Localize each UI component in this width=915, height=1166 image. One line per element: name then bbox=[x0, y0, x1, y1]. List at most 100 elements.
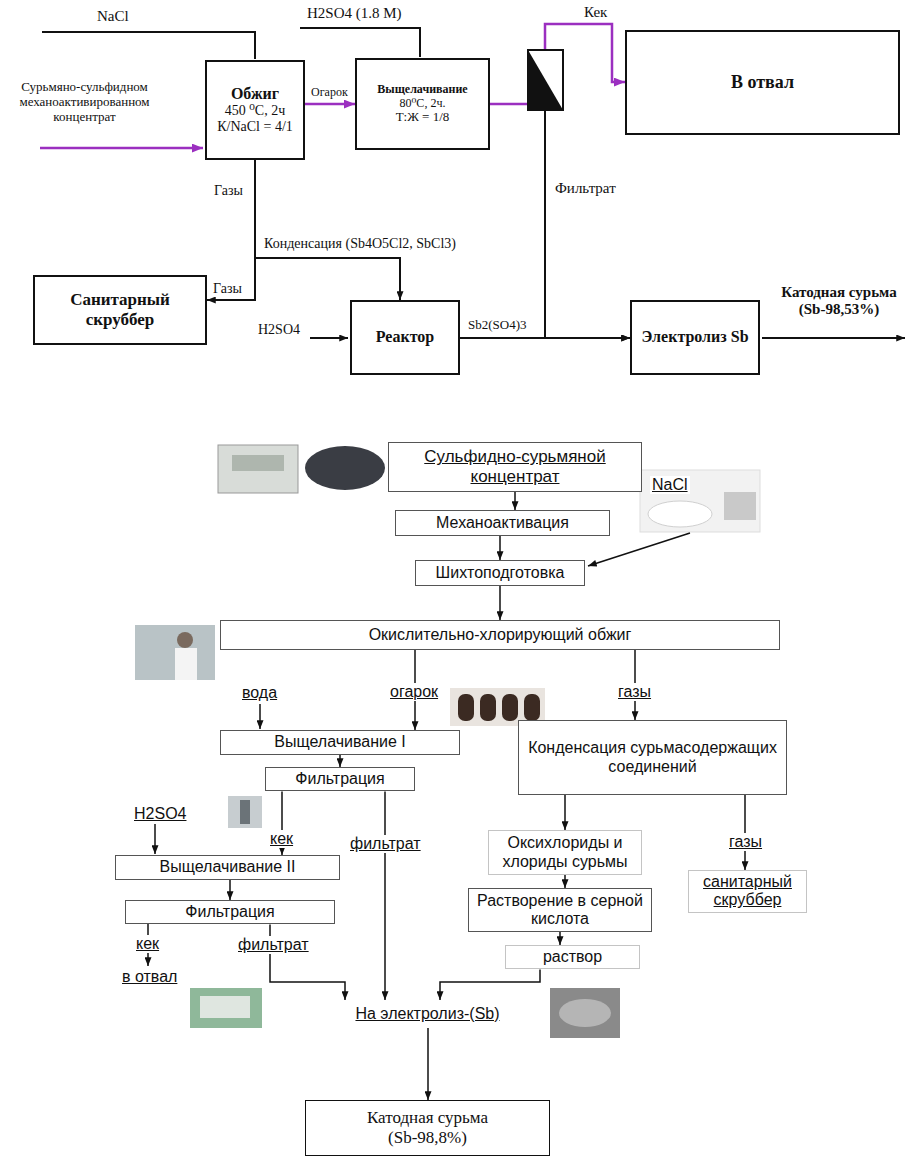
node-text: На электролиз-(Sb) bbox=[355, 1005, 499, 1023]
annotation-label: Сурьмяно-сульфидном механоактивированном… bbox=[5, 80, 164, 125]
flow-arrow bbox=[564, 795, 566, 830]
annotation-label: H2SO4 bbox=[256, 322, 302, 338]
process-box: Санитарный скруббер bbox=[33, 275, 207, 345]
samples-photo bbox=[458, 694, 474, 721]
flow-arrow bbox=[514, 492, 516, 510]
node-text: Выщелачивание bbox=[377, 83, 467, 97]
flow-arrow bbox=[440, 969, 540, 1000]
node-text: Обжиг bbox=[231, 85, 279, 103]
node-text: Окислительно-хлорирующий обжиг bbox=[369, 626, 632, 644]
flow-arrow bbox=[229, 880, 231, 900]
process-box: Шихтоподготовка bbox=[415, 560, 585, 586]
process-box: Конденсация сурьмасодержащих соединений bbox=[518, 720, 787, 795]
process-box: Оксихлориды и хлориды сурьмы bbox=[488, 830, 642, 875]
samples-photo bbox=[480, 694, 496, 721]
node-text: Выщелачивание II bbox=[160, 858, 296, 876]
edge-label: газы bbox=[616, 683, 653, 701]
node-text: Растворение в серной кислота bbox=[473, 892, 647, 929]
edge-label: фильтрат bbox=[236, 936, 311, 954]
metal-photo bbox=[559, 999, 611, 1027]
process-box: Окислительно-хлорирующий обжиг bbox=[220, 620, 780, 650]
node-text: Оксихлориды и хлориды сурьмы bbox=[493, 834, 637, 871]
process-box: Механоактивация bbox=[395, 510, 610, 536]
flow-arrow bbox=[559, 932, 561, 945]
edge-label: Огарок bbox=[309, 86, 350, 100]
process-box: Выщелачивание II bbox=[115, 855, 340, 880]
annotation-label: H2SO4 bbox=[132, 805, 188, 823]
process-box: Выщелачивание I bbox=[220, 730, 460, 755]
node-text: Механоактивация bbox=[436, 514, 569, 532]
flow-arrow bbox=[207, 160, 255, 300]
process-box: Реактор bbox=[350, 300, 460, 375]
process-box: Сульфидно-сурьмяной концентрат bbox=[388, 442, 642, 492]
lab-photo bbox=[175, 648, 197, 680]
node-text: Фильтрация bbox=[185, 903, 274, 921]
feed-arrow bbox=[310, 337, 348, 339]
samples-photo bbox=[502, 694, 518, 721]
feed-arrow bbox=[154, 824, 156, 854]
node-text: Сульфидно-сурьмяной концентрат bbox=[393, 447, 637, 486]
stirrer-photo bbox=[228, 796, 262, 828]
powder-photo bbox=[305, 446, 385, 490]
node-text: Электролиз Sb bbox=[641, 328, 748, 346]
node-text: Конденсация сурьмасодержащих соединений bbox=[523, 739, 782, 776]
feed-line bbox=[42, 32, 255, 59]
flow-arrow bbox=[490, 104, 630, 338]
node-text: 80⁰С, 2ч. bbox=[400, 97, 446, 111]
flow-arrow bbox=[384, 791, 386, 1000]
flow-arrow bbox=[499, 536, 501, 560]
node-text: Катодная сурьма (Sb-98,8%) bbox=[353, 1108, 503, 1147]
metal-photo bbox=[550, 988, 620, 1038]
annotation-label: H2SO4 (1.8 M) bbox=[305, 5, 404, 22]
process-box: Катодная сурьма (Sb-98,8%) bbox=[305, 1100, 550, 1156]
filter-symbol bbox=[528, 50, 563, 110]
scale-photo bbox=[218, 445, 298, 493]
edge-label: Фильтрат bbox=[553, 180, 618, 197]
annotation-label: NaCl bbox=[650, 476, 690, 494]
process-box: Фильтрация bbox=[125, 900, 335, 924]
flow-arrow bbox=[339, 755, 341, 767]
node-text: Санитарный скруббер bbox=[38, 290, 202, 329]
feed-arrow bbox=[40, 147, 203, 150]
edge-label: Газы bbox=[211, 281, 244, 297]
annotation-label: Катодная сурьма (Sb-98,53%) bbox=[766, 284, 912, 319]
feed-line bbox=[300, 28, 420, 57]
node-text: Реактор bbox=[376, 328, 434, 346]
flow-arrow bbox=[305, 103, 355, 106]
filter-symbol bbox=[528, 50, 563, 110]
process-box: Выщелачивание80⁰С, 2ч.Т:Ж = 1/8 bbox=[355, 58, 490, 150]
annotation-label: Газы bbox=[212, 183, 245, 199]
node-text: раствор bbox=[543, 948, 602, 966]
scale-photo bbox=[232, 455, 284, 471]
process-box: Растворение в серной кислота bbox=[468, 888, 652, 932]
node-text: 450 ⁰С, 2ч bbox=[225, 103, 286, 119]
electrolysis-photo bbox=[190, 988, 262, 1028]
annotation-label: NaCl bbox=[95, 8, 131, 25]
salt-photo bbox=[648, 501, 712, 527]
flow-arrow bbox=[499, 586, 501, 620]
lab-photo bbox=[135, 625, 215, 680]
flow-arrow bbox=[460, 337, 630, 339]
edge-label: огарок bbox=[388, 683, 440, 701]
process-box: Электролиз Sb bbox=[630, 300, 760, 375]
edge-label: кек bbox=[268, 830, 295, 848]
annotation-label: вода bbox=[240, 684, 279, 702]
scale-photo bbox=[724, 492, 756, 520]
product-arrow bbox=[762, 337, 905, 339]
flow-arrow bbox=[564, 875, 566, 888]
electrolysis-photo bbox=[200, 996, 250, 1018]
lab-photo bbox=[177, 632, 193, 648]
edge-label: Конденсация (Sb4O5Cl2, SbCl3) bbox=[262, 236, 458, 252]
annotation-label: в отвал bbox=[120, 968, 179, 986]
feed-arrow bbox=[588, 533, 690, 566]
process-box: Обжиг450 ⁰С, 2чК/NaCl = 4/1 bbox=[205, 60, 305, 160]
process-box: В отвал bbox=[625, 30, 900, 135]
feed-arrow bbox=[259, 704, 261, 729]
salt-photo bbox=[640, 470, 760, 532]
edge-label: фильтрат bbox=[348, 835, 423, 853]
flow-arrow bbox=[427, 1028, 429, 1100]
process-box: На электролиз-(Sb) bbox=[310, 1000, 545, 1028]
node-text: Шихтоподготовка bbox=[436, 564, 565, 582]
